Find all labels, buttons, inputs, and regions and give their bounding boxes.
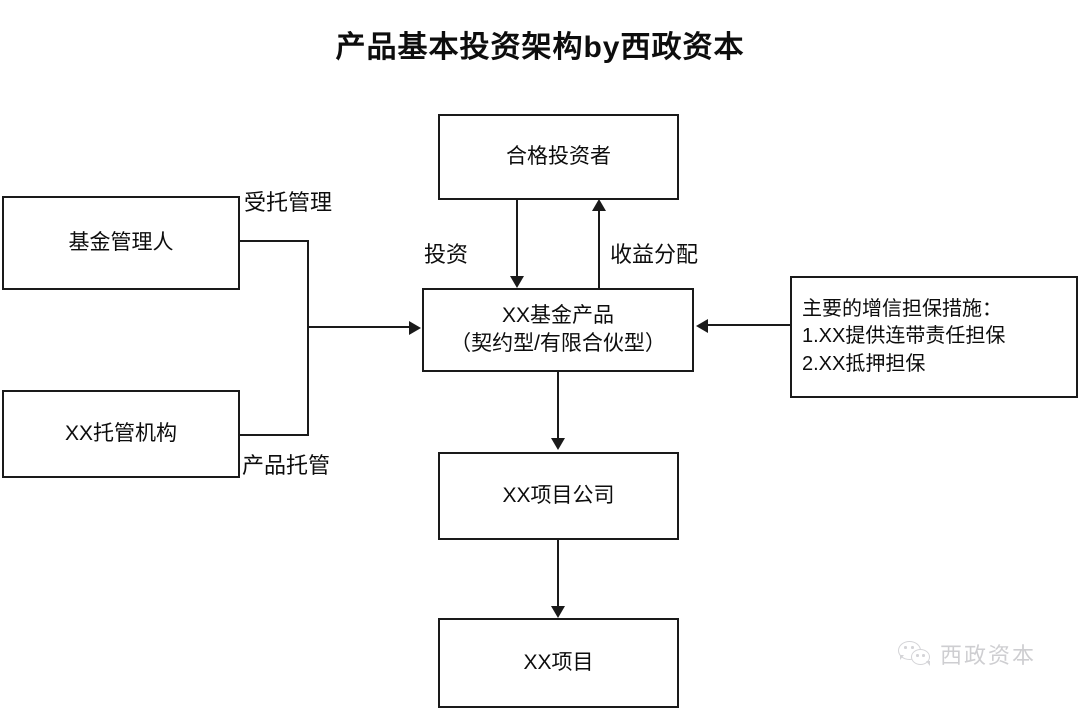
node-fund-product[interactable]: XX基金产品 （契约型/有限合伙型） bbox=[422, 288, 694, 372]
edge-label-profit-distribution: 收益分配 bbox=[610, 242, 699, 267]
node-credit-enhancement-line2: 1.XX提供连带责任担保 bbox=[802, 325, 1006, 348]
arrowhead-credit-to-fund bbox=[696, 319, 708, 333]
node-custodian[interactable]: XX托管机构 bbox=[2, 390, 240, 478]
node-fund-manager[interactable]: 基金管理人 bbox=[2, 196, 240, 290]
node-project-label: XX项目 bbox=[523, 651, 594, 675]
connector-credit-to-fund bbox=[706, 324, 790, 326]
arrowhead-left-to-fund bbox=[409, 321, 421, 335]
node-project-company[interactable]: XX项目公司 bbox=[438, 452, 679, 540]
node-qualified-investor[interactable]: 合格投资者 bbox=[438, 114, 679, 200]
connector-fund-to-project-company bbox=[557, 372, 559, 440]
edge-label-product-custody: 产品托管 bbox=[242, 453, 331, 478]
node-project-company-label: XX项目公司 bbox=[502, 484, 615, 508]
node-credit-enhancement[interactable]: 主要的增信担保措施： 1.XX提供连带责任担保 2.XX抵押担保 bbox=[790, 276, 1078, 398]
page-title: 产品基本投资架构by西政资本 bbox=[335, 31, 745, 64]
node-fund-product-line2: （契约型/有限合伙型） bbox=[450, 332, 666, 355]
node-project[interactable]: XX项目 bbox=[438, 618, 679, 708]
edge-label-invest: 投资 bbox=[424, 242, 469, 267]
connector-left-to-fund bbox=[307, 326, 411, 328]
node-custodian-label: XX托管机构 bbox=[64, 422, 177, 446]
arrowhead-fund-to-project-company bbox=[551, 438, 565, 450]
arrowhead-investor-to-fund bbox=[510, 276, 524, 288]
arrowhead-project-company-to-project bbox=[551, 606, 565, 618]
node-credit-enhancement-line3: 2.XX抵押担保 bbox=[802, 352, 926, 375]
node-qualified-investor-label: 合格投资者 bbox=[506, 145, 611, 169]
connector-left-spine bbox=[307, 240, 309, 436]
connector-investor-to-fund bbox=[516, 200, 518, 278]
edge-label-entrusted-management: 受托管理 bbox=[244, 190, 333, 215]
arrowhead-fund-to-investor bbox=[592, 199, 606, 211]
node-fund-product-line1: XX基金产品 bbox=[501, 304, 614, 328]
connector-custodian-horizontal bbox=[240, 434, 309, 436]
connector-fund-to-investor bbox=[598, 210, 600, 288]
node-credit-enhancement-line1: 主要的增信担保措施： bbox=[802, 297, 1002, 320]
connector-manager-horizontal bbox=[240, 240, 309, 242]
wechat-icon bbox=[898, 639, 932, 669]
node-fund-manager-label: 基金管理人 bbox=[68, 231, 174, 255]
watermark: 西政资本 bbox=[898, 638, 1036, 670]
connector-project-company-to-project bbox=[557, 540, 559, 608]
watermark-label: 西政资本 bbox=[940, 643, 1037, 668]
